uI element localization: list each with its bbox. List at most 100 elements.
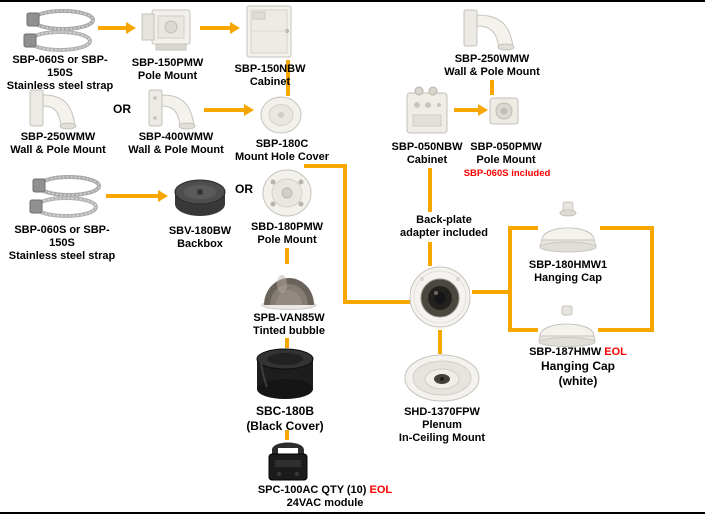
- label-sbd180pmw: SBD-180PMW Pole Mount: [246, 221, 328, 247]
- label-spc100ac-line1: SPC-100AC QTY (10) EOL: [240, 484, 410, 497]
- label-sbp050pmw: SBP-050PMW Pole Mount: [466, 141, 546, 167]
- label-sbp400wmw-line1: SBP-400WMW: [138, 131, 214, 143]
- label-spbvan85w: SPB-VAN85W Tinted bubble: [244, 312, 334, 338]
- label-sbp250wmw-top: SBP-250WMW Wall & Pole Mount: [443, 53, 541, 79]
- label-spc100ac-eol-badge: EOL: [369, 484, 393, 496]
- label-spc100ac: SPC-100AC QTY (10) EOL 24VAC module: [240, 484, 410, 510]
- label-shd1370fpw: SHD-1370FPW Plenum In-Ceiling Mount: [392, 406, 492, 445]
- connector-left-bracket-to-187hmw: [508, 328, 538, 332]
- label-sbc180b-line1: SBC-180B: [255, 404, 315, 418]
- product-image-sbp250wmw-left: [26, 88, 84, 130]
- arrowhead-400wmw-to-180c: [244, 104, 254, 116]
- connector-sbc180b-to-spc100ac: [285, 430, 289, 440]
- arrowhead-050nbw-to-050pmw: [478, 104, 488, 116]
- label-spc100ac-line2: 24VAC module: [286, 497, 364, 509]
- label-spbvan85w-line1: SPB-VAN85W: [253, 312, 325, 324]
- label-sbp150pmw: SBP-150PMW Pole Mount: [125, 57, 210, 83]
- connector-strapmid-to-sbv180bw: [106, 194, 158, 198]
- label-sbd180pmw-line2: Pole Mount: [257, 234, 317, 246]
- label-sbp250wmw-left-line1: SBP-250WMW: [20, 131, 96, 143]
- product-image-dome-camera: [408, 264, 472, 330]
- arrowhead-150pmw-to-150nbw: [230, 22, 240, 34]
- label-sbp250wmw-left-line2: Wall & Pole Mount: [10, 144, 106, 156]
- connector-right-bracket-to-180hmw1: [600, 226, 654, 230]
- connector-left-column-vertical: [343, 164, 347, 304]
- product-image-sbp180hmw1: [534, 200, 602, 256]
- label-sbp187hmw-line1: SBP-187HMW EOL: [518, 346, 638, 359]
- product-image-sbp187hmw: [534, 304, 600, 348]
- label-strap-mid-line2: Stainless steel strap: [8, 250, 116, 262]
- product-image-sbd180pmw: [260, 168, 314, 218]
- label-sbp180hmw1-line1: SBP-180HMW1: [528, 259, 608, 271]
- connector-bubble-to-sbc180b: [285, 338, 289, 348]
- connector-150pmw-to-150nbw: [200, 26, 230, 30]
- label-sbp250wmw-left: SBP-250WMW Wall & Pole Mount: [2, 131, 114, 157]
- product-image-spbvan85w: [260, 264, 318, 310]
- product-image-strap-top: [22, 8, 98, 54]
- label-backplate-line1: Back-plate: [416, 214, 472, 226]
- label-shd1370fpw-line2: Plenum: [422, 419, 462, 431]
- label-sbp180hmw1: SBP-180HMW1 Hanging Cap: [518, 259, 618, 285]
- label-sbp400wmw: SBP-400WMW Wall & Pole Mount: [128, 131, 224, 157]
- arrowhead-strapmid-to-sbv180bw: [158, 190, 168, 202]
- label-sbp400wmw-line2: Wall & Pole Mount: [128, 144, 224, 156]
- label-sbp250wmw-top-line2: Wall & Pole Mount: [444, 66, 540, 78]
- label-sbp180hmw1-line2: Hanging Cap: [534, 272, 602, 284]
- connector-left-bracket-to-180hmw1: [508, 226, 538, 230]
- label-shd1370fpw-line1: SHD-1370FPW: [404, 406, 480, 418]
- label-sbp050pmw-included-note: SBP-060S included: [463, 168, 551, 179]
- label-backplate-line2: adapter included: [399, 227, 489, 239]
- label-shd1370fpw-line3: In-Ceiling Mount: [398, 432, 486, 444]
- connector-sbd180pmw-to-bubble: [285, 248, 289, 264]
- label-sbp180c-line1: SBP-180C: [255, 138, 309, 150]
- label-strap-top: SBP-060S or SBP-150S Stainless steel str…: [0, 54, 120, 93]
- label-sbp187hmw-model: SBP-187HMW: [529, 346, 602, 358]
- connector-camera-to-shd1370fpw: [438, 330, 442, 354]
- product-image-sbp050nbw: [402, 84, 452, 136]
- connector-straptop-to-150pmw: [98, 26, 126, 30]
- label-spbvan85w-line2: Tinted bubble: [253, 325, 325, 337]
- connector-250wmwtop-to-050pmw: [490, 80, 494, 95]
- label-sbv180bw: SBV-180BW Backbox: [162, 225, 238, 251]
- product-image-spc100ac: [262, 438, 314, 484]
- label-sbp187hmw-line2: Hanging Cap: [541, 359, 615, 373]
- product-image-sbp150pmw: [138, 6, 196, 54]
- connector-050nbw-to-050pmw: [454, 108, 478, 112]
- label-sbp150nbw-line1: SBP-150NBW: [234, 63, 306, 75]
- label-sbv180bw-line2: Backbox: [177, 238, 223, 250]
- label-strap-mid-line1: SBP-060S or SBP-150S: [14, 224, 110, 249]
- product-image-sbv180bw: [172, 174, 228, 222]
- label-sbp187hmw-eol-badge: EOL: [604, 346, 627, 358]
- connector-180c-stub: [304, 164, 347, 168]
- label-strap-mid: SBP-060S or SBP-150S Stainless steel str…: [2, 224, 122, 263]
- connector-050nbw-to-backplate-note: [428, 168, 432, 212]
- label-sbp050pmw-line1: SBP-050PMW: [470, 141, 542, 153]
- label-sbp050nbw-line2: Cabinet: [406, 154, 448, 166]
- label-sbd180pmw-line1: SBD-180PMW: [250, 221, 324, 233]
- product-image-sbp150nbw: [242, 4, 296, 60]
- label-sbv180bw-line1: SBV-180BW: [168, 225, 232, 237]
- product-image-sbc180b: [252, 346, 318, 402]
- product-image-sbp400wmw: [146, 88, 202, 130]
- label-sbp150pmw-line2: Pole Mount: [137, 70, 198, 82]
- label-sbp050pmw-line2: Pole Mount: [476, 154, 536, 166]
- connector-backplate-note-to-camera: [428, 242, 432, 266]
- connector-caps-left-bracket: [508, 226, 512, 332]
- product-image-sbp050pmw: [486, 94, 522, 128]
- label-sbp150pmw-line1: SBP-150PMW: [131, 57, 204, 69]
- or-text-1: OR: [113, 102, 131, 116]
- product-image-shd1370fpw: [402, 352, 482, 404]
- connector-right-bracket-to-187hmw: [598, 328, 654, 332]
- label-sbc180b-line2: (Black Cover): [246, 419, 324, 433]
- label-sbp187hmw: SBP-187HMW EOL Hanging Cap (white): [518, 346, 638, 389]
- label-sbc180b: SBC-180B (Black Cover): [240, 404, 330, 434]
- connector-left-column-to-camera: [343, 300, 410, 304]
- label-backplate-note: Back-plate adapter included: [396, 214, 492, 240]
- label-sbp180c: SBP-180C Mount Hole Cover: [234, 138, 330, 164]
- product-image-sbp180c: [258, 95, 304, 135]
- label-strap-top-line1: SBP-060S or SBP-150S: [12, 54, 108, 79]
- label-sbp180c-line2: Mount Hole Cover: [234, 151, 330, 163]
- label-sbp187hmw-line3: (white): [558, 374, 598, 388]
- label-sbp150nbw: SBP-150NBW Cabinet: [228, 63, 312, 89]
